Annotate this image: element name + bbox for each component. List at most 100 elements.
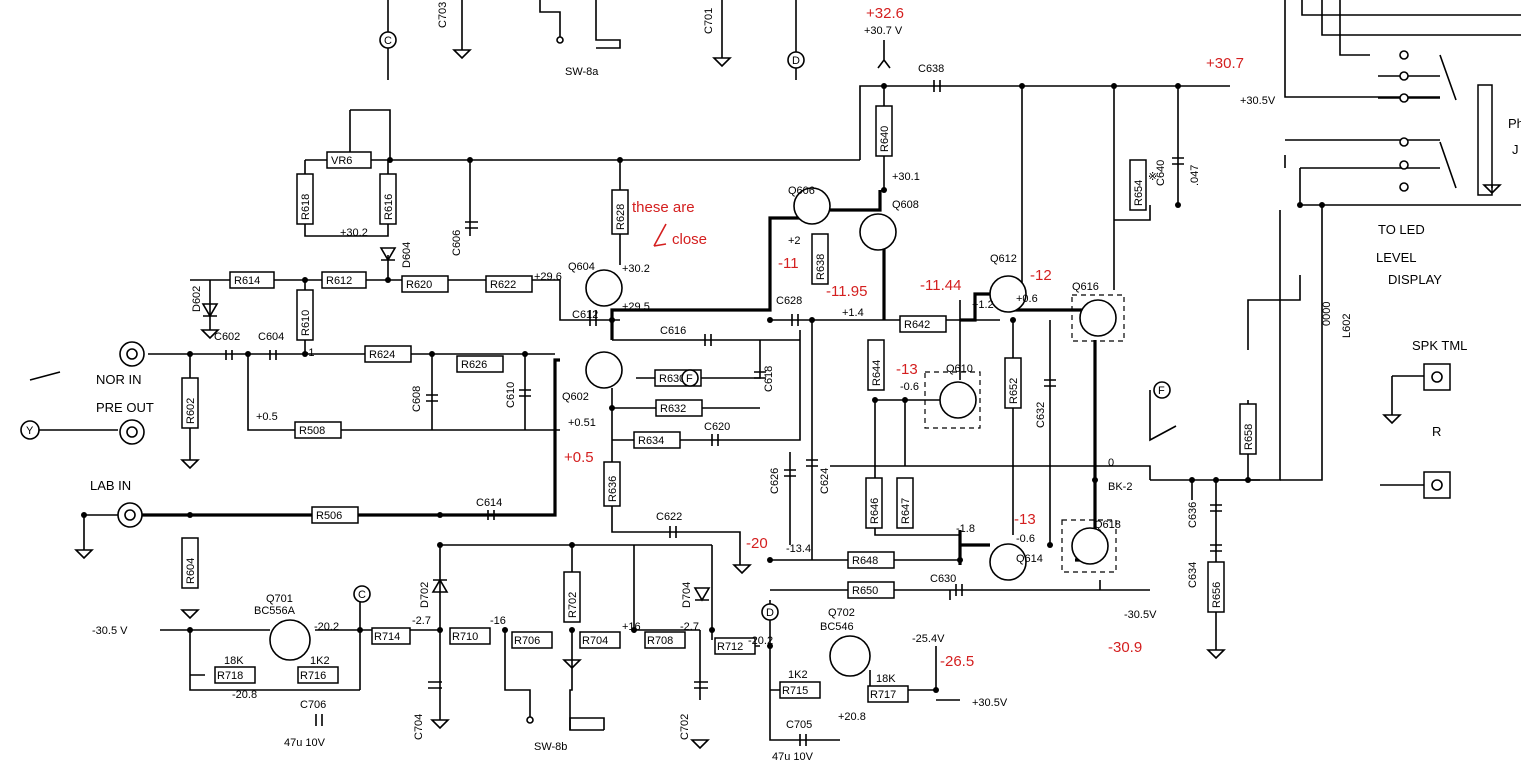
anno-m13a: -13	[896, 361, 918, 378]
v-16a: -16	[490, 615, 506, 627]
level-label: LEVEL	[1376, 250, 1416, 265]
r650-label: R650	[852, 585, 878, 597]
vr6-label: VR6	[331, 155, 352, 167]
resistors-vertical: R618 R616 R610 R628 R602 R604 R636 R638 …	[181, 105, 1257, 623]
c618-label: C618	[763, 366, 775, 392]
p-30-5b: +30.5V	[972, 697, 1008, 709]
v-1-4: +1.4	[842, 307, 864, 319]
d604-label: D604	[401, 242, 413, 268]
r714-label: R714	[374, 631, 400, 643]
r612-label: R612	[326, 275, 352, 287]
c702-label: C702	[679, 714, 691, 740]
r630-label: R630	[659, 373, 685, 385]
node-d-top-label: D	[792, 55, 800, 67]
to-led-label: TO LED	[1378, 222, 1425, 237]
r647-label: R647	[900, 498, 912, 524]
r628-label: R628	[615, 204, 627, 230]
r716-label: R716	[300, 670, 326, 682]
v-16b: +16	[622, 621, 641, 633]
ph-j-label: J	[1512, 142, 1519, 157]
c705-label: C705	[786, 719, 812, 731]
q614-label: Q614	[1016, 553, 1043, 565]
r644-label: R644	[871, 360, 883, 386]
r654-label: R654	[1133, 180, 1145, 206]
capacitors: C606 C602 C604 C608 C610 C612 C614 C616 …	[214, 63, 1222, 763]
node-f2-label: F	[1158, 385, 1165, 397]
v-17b: -2.7	[680, 621, 699, 633]
l602-sym: 0000	[1321, 302, 1333, 326]
nor-in-label: NOR IN	[96, 372, 142, 387]
q702-type: BC546	[820, 621, 854, 633]
m-30-5n: -30.5V	[1124, 609, 1157, 621]
v-30-2a: +30.2	[340, 227, 368, 239]
c616-label: C616	[660, 325, 686, 337]
r717-label: R717	[870, 689, 896, 701]
r646-label: R646	[869, 498, 881, 524]
v-0-6a: +0.6	[1016, 293, 1038, 305]
d602-label: D602	[191, 286, 203, 312]
sw8a-label: SW-8a	[565, 66, 599, 78]
r632-label: R632	[660, 403, 686, 415]
c606-label: C606	[451, 230, 463, 256]
anno-m11-95: -11.95	[826, 283, 867, 300]
v-1: +1	[302, 347, 315, 359]
sw8b-label: SW-8b	[534, 741, 567, 753]
red-annotations: +32.6 +30.7 these are close -11 -11.95 -…	[564, 5, 1244, 670]
r715-value: 1K2	[788, 669, 808, 681]
r648-label: R648	[852, 555, 878, 567]
c640-value: .047	[1189, 165, 1201, 186]
r716-value: 1K2	[310, 655, 330, 667]
anno-m26-5: -26.5	[940, 653, 974, 670]
d702-label: D702	[419, 582, 431, 608]
c630-label: C630	[930, 573, 956, 585]
m-1-8: -1.8	[956, 523, 975, 535]
m-20-8: -20.8	[232, 689, 257, 701]
v-30-7: +30.7 V	[864, 25, 903, 37]
c636-label: C636	[1187, 502, 1199, 528]
r634-label: R634	[638, 435, 664, 447]
q701-type: BC556A	[254, 605, 296, 617]
c620-label: C620	[704, 421, 730, 433]
r715-label: R715	[782, 685, 808, 697]
anno-m11-44: -11.44	[920, 277, 961, 294]
c638-label: C638	[918, 63, 944, 75]
c624-label: C624	[819, 468, 831, 494]
anno-close: close	[672, 231, 707, 248]
r708-label: R708	[647, 635, 673, 647]
m-30-5q: -30.5 V	[92, 625, 128, 637]
p-20-8: +20.8	[838, 711, 866, 723]
c632-label: C632	[1035, 402, 1047, 428]
c602-label: C602	[214, 331, 240, 343]
spk-tml-label: SPK TML	[1412, 338, 1467, 353]
connectors: NOR IN PRE OUT LAB IN Y F F C D SPK TML …	[20, 171, 1467, 753]
transistors: Q604 Q602 Q606 Q608 Q610 Q612 Q614 Q616 …	[254, 185, 1125, 677]
v-2: +2	[788, 235, 801, 247]
r620-label: R620	[406, 279, 432, 291]
v-1-2: +1.2	[972, 299, 994, 311]
c608-label: C608	[411, 386, 423, 412]
c614-label: C614	[476, 497, 502, 509]
spk-r-label: R	[1432, 424, 1441, 439]
q702-label: Q702	[828, 607, 855, 619]
v-30-2b: +30.2	[622, 263, 650, 275]
display-label: DISPLAY	[1388, 272, 1442, 287]
c703-label: C703	[437, 2, 449, 28]
v-30-5-top: +30.5V	[1240, 95, 1276, 107]
q606-label: Q606	[788, 185, 815, 197]
c612-label: C612	[572, 309, 598, 321]
node-d2-label: D	[766, 607, 774, 619]
bk2-label: BK-2	[1108, 481, 1132, 493]
r642-label: R642	[904, 319, 930, 331]
l602-label: L602	[1341, 314, 1353, 338]
m-0-6a: -0.6	[900, 381, 919, 393]
r622-label: R622	[490, 279, 516, 291]
printed-voltages: +30.7 V +30.5V +30.1 +30.2 +30.2 +29.6 +…	[92, 25, 1276, 723]
r508-label: R508	[299, 425, 325, 437]
node-c-label: C	[384, 35, 392, 47]
c706-value: 47u 10V	[284, 737, 326, 749]
resistors: VR6 R614 R612 R620 R622 R624 R626 R508 R…	[214, 151, 947, 703]
r718-label: R718	[217, 670, 243, 682]
q618-label: Q618	[1094, 519, 1121, 531]
c628-label: C628	[776, 295, 802, 307]
anno-m12: -12	[1030, 267, 1052, 284]
